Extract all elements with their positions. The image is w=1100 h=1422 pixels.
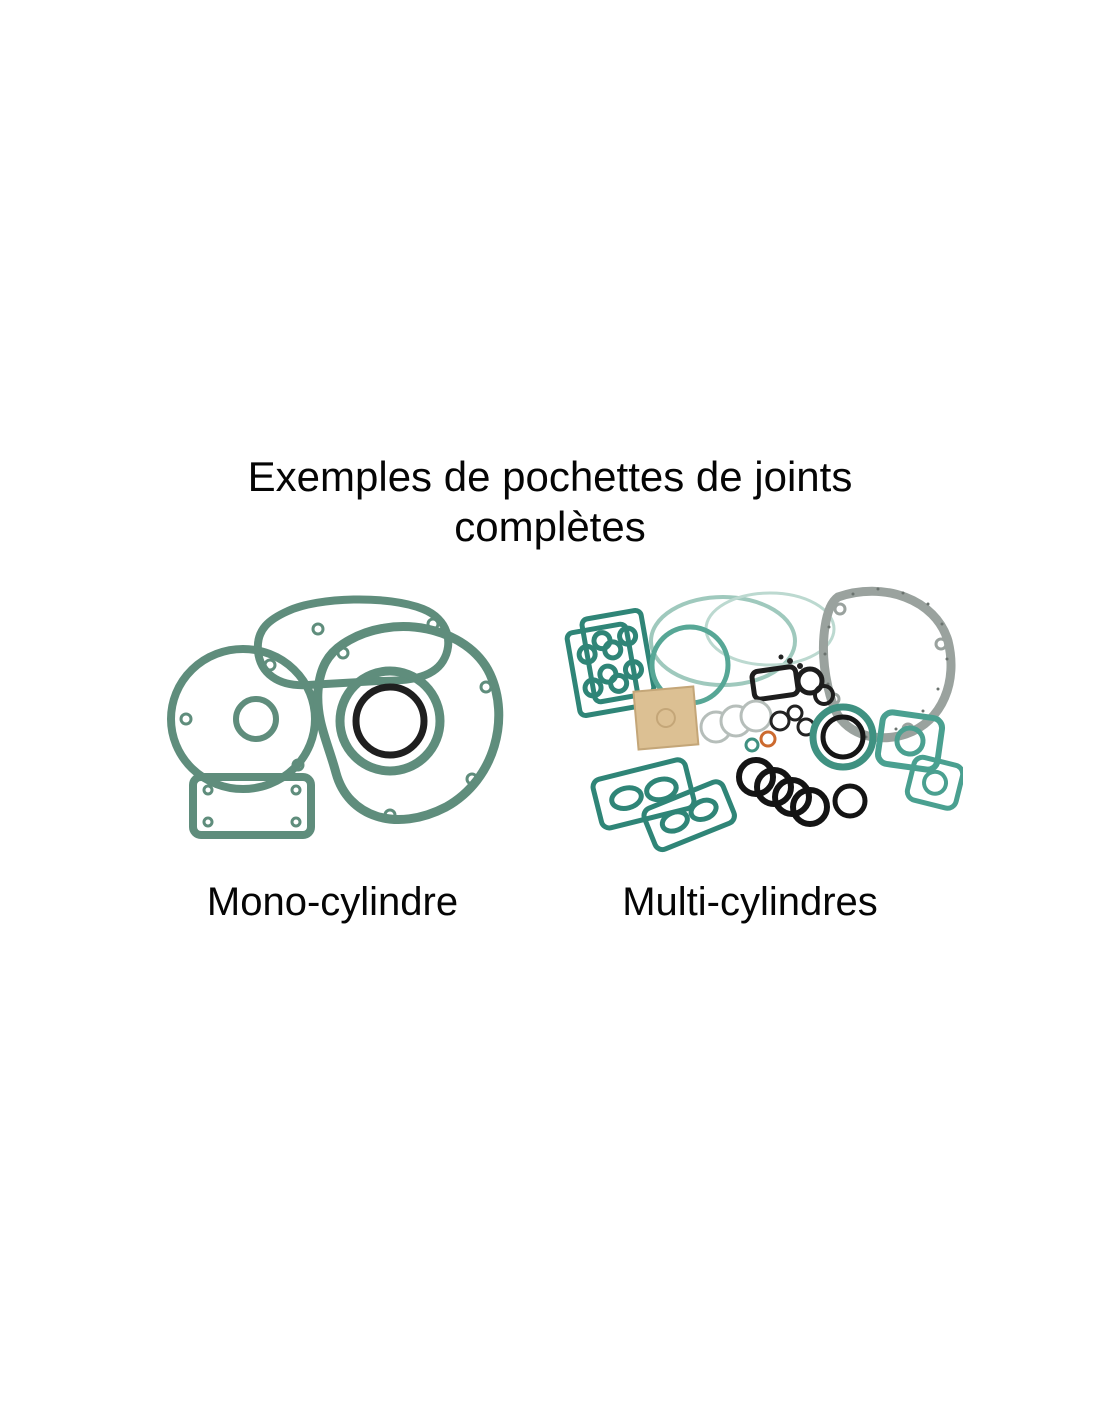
round-green-gasket (809, 703, 876, 771)
title-line-1: Exemples de pochettes de joints (247, 453, 853, 500)
exhaust-gaskets-bottom (590, 757, 737, 853)
crankcase-gasket (312, 622, 503, 825)
base-gasket-stack (564, 608, 656, 719)
cylinder-head-gasket (335, 666, 444, 776)
multi-cylinder-kit-illustration (564, 586, 965, 853)
small-orings (744, 704, 815, 753)
caption-multi-cylindres: Multi-cylindres (622, 880, 878, 925)
image-title: Exemples de pochettes de joints complète… (0, 452, 1100, 551)
mono-cylinder-kit-photo (138, 569, 528, 864)
reed-valve-gasket (188, 773, 315, 840)
cover-gasket-outlines (648, 591, 835, 706)
gasket-kit-photos (0, 569, 1100, 864)
shim-washers (699, 699, 772, 744)
bolt-holes (179, 617, 492, 828)
small-bolts (778, 654, 803, 670)
multi-cylinder-kit-photo (538, 569, 965, 864)
mono-cylinder-kit-illustration (166, 595, 503, 840)
left-cover-gasket (166, 645, 319, 794)
title-line-2: complètes (454, 502, 646, 550)
paper-gasket (631, 685, 699, 751)
oring-stack (735, 757, 830, 828)
left-cover-center-hole (232, 696, 279, 743)
photo-captions: Mono-cylindre Multi-cylindres (0, 880, 1100, 925)
head-gaskets-right (874, 709, 965, 811)
caption-mono-cylindre: Mono-cylindre (206, 880, 459, 925)
small-black-gaskets (749, 664, 835, 707)
large-oring (832, 783, 867, 819)
